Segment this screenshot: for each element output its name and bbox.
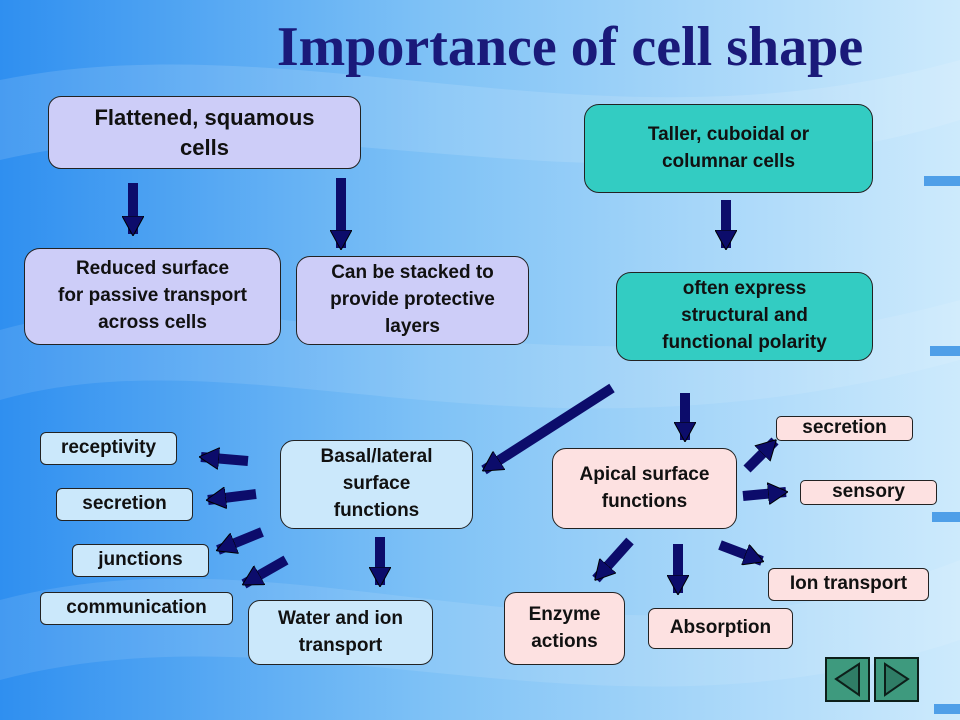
- water-ion-transport-box: Water and ion transport: [248, 600, 433, 665]
- secretion-basal-label: secretion: [82, 493, 167, 515]
- squamous-cells-box: Flattened, squamous cells: [48, 96, 361, 169]
- previous-slide-button[interactable]: [825, 657, 870, 702]
- ion-transport-box: Ion transport: [768, 568, 929, 601]
- polarity-label: often express structural and functional …: [662, 278, 827, 353]
- reduced-surface-label: Reduced surface for passive transport ac…: [58, 258, 247, 333]
- secretion-apical-label: secretion: [802, 417, 887, 439]
- junctions-box: junctions: [72, 544, 209, 577]
- triangle-right-icon: [884, 662, 910, 697]
- communication-box: communication: [40, 592, 233, 625]
- next-slide-button[interactable]: [874, 657, 919, 702]
- absorption-label: Absorption: [669, 617, 772, 639]
- communication-label: communication: [66, 597, 207, 619]
- columnar-cells-label: Taller, cuboidal or columnar cells: [647, 123, 810, 172]
- basal-lateral-label: Basal/lateral surface functions: [320, 446, 433, 521]
- squamous-cells-label: Flattened, squamous cells: [94, 104, 315, 160]
- enzyme-actions-label: Enzyme actions: [528, 603, 601, 652]
- slide-title: Importance of cell shape: [276, 16, 864, 78]
- secretion-apical-box: secretion: [776, 416, 913, 441]
- absorption-box: Absorption: [648, 608, 793, 649]
- water-ion-transport-label: Water and ion transport: [278, 607, 403, 656]
- polarity-box: often express structural and functional …: [616, 272, 873, 361]
- apical-surface-box: Apical surface functions: [552, 448, 737, 529]
- stacked-layers-label: Can be stacked to provide protective lay…: [330, 262, 495, 337]
- junctions-label: junctions: [98, 549, 183, 571]
- receptivity-box: receptivity: [40, 432, 177, 465]
- receptivity-label: receptivity: [60, 437, 157, 459]
- triangle-left-icon: [834, 662, 860, 697]
- basal-lateral-box: Basal/lateral surface functions: [280, 440, 473, 529]
- sensory-box: sensory: [800, 480, 937, 505]
- sensory-label: sensory: [832, 481, 905, 503]
- columnar-cells-box: Taller, cuboidal or columnar cells: [584, 104, 873, 193]
- apical-surface-label: Apical surface functions: [579, 463, 710, 512]
- ion-transport-label: Ion transport: [789, 573, 908, 595]
- reduced-surface-box: Reduced surface for passive transport ac…: [24, 248, 281, 345]
- secretion-basal-box: secretion: [56, 488, 193, 521]
- stacked-layers-box: Can be stacked to provide protective lay…: [296, 256, 529, 345]
- enzyme-actions-box: Enzyme actions: [504, 592, 625, 665]
